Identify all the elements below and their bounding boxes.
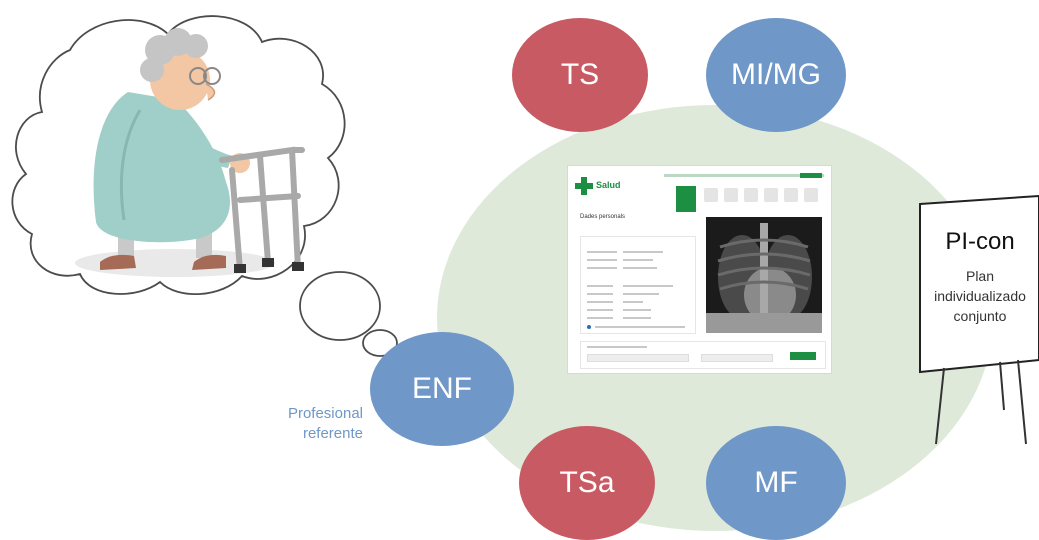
easel-line-3: conjunto xyxy=(953,308,1007,324)
thought-bubble-large xyxy=(299,271,381,341)
easel-title: PI-con xyxy=(945,228,1015,255)
easel-subtitle: Plan individualizado conjunto xyxy=(922,266,1038,326)
node-enf-label: ENF xyxy=(412,372,472,405)
node-mf-label: MF xyxy=(754,466,798,499)
app-tab xyxy=(804,188,818,202)
app-section-title: Dades personals xyxy=(580,214,626,220)
node-tsa: TSa xyxy=(519,426,655,540)
node-mi-mg: MI/MG xyxy=(706,18,846,132)
app-tab xyxy=(764,188,778,202)
easel-icon xyxy=(919,194,1039,445)
node-ts: TS xyxy=(512,18,648,132)
caption-line-2: referente xyxy=(302,425,363,442)
app-top-button xyxy=(800,173,822,178)
app-form-box xyxy=(580,236,696,334)
app-submit-button xyxy=(790,352,816,360)
node-ts-label: TS xyxy=(560,58,600,91)
app-search-panel xyxy=(580,341,826,369)
easel-line-2: individualizado xyxy=(934,288,1026,304)
app-tab xyxy=(744,188,758,202)
node-mf: MF xyxy=(706,426,846,540)
elderly-woman-with-walker-icon xyxy=(75,28,305,277)
app-top-links xyxy=(664,174,824,177)
node-mi-mg-label: MI/MG xyxy=(731,58,821,91)
chest-xray-icon xyxy=(706,217,822,333)
node-enf: ENF xyxy=(370,332,514,446)
node-tsa-label: TSa xyxy=(559,466,615,499)
app-tab xyxy=(704,188,718,202)
easel-line-1: Plan xyxy=(965,268,995,284)
app-screenshot: Salud Dades personals xyxy=(567,165,832,374)
referent-caption: Profesional referente xyxy=(255,404,363,444)
app-brand: Salud xyxy=(596,180,621,190)
caption-line-1: Profesional xyxy=(287,405,363,422)
app-tab xyxy=(784,188,798,202)
app-tab-active xyxy=(676,186,696,212)
medical-cross-icon xyxy=(575,177,593,195)
app-tab xyxy=(724,188,738,202)
